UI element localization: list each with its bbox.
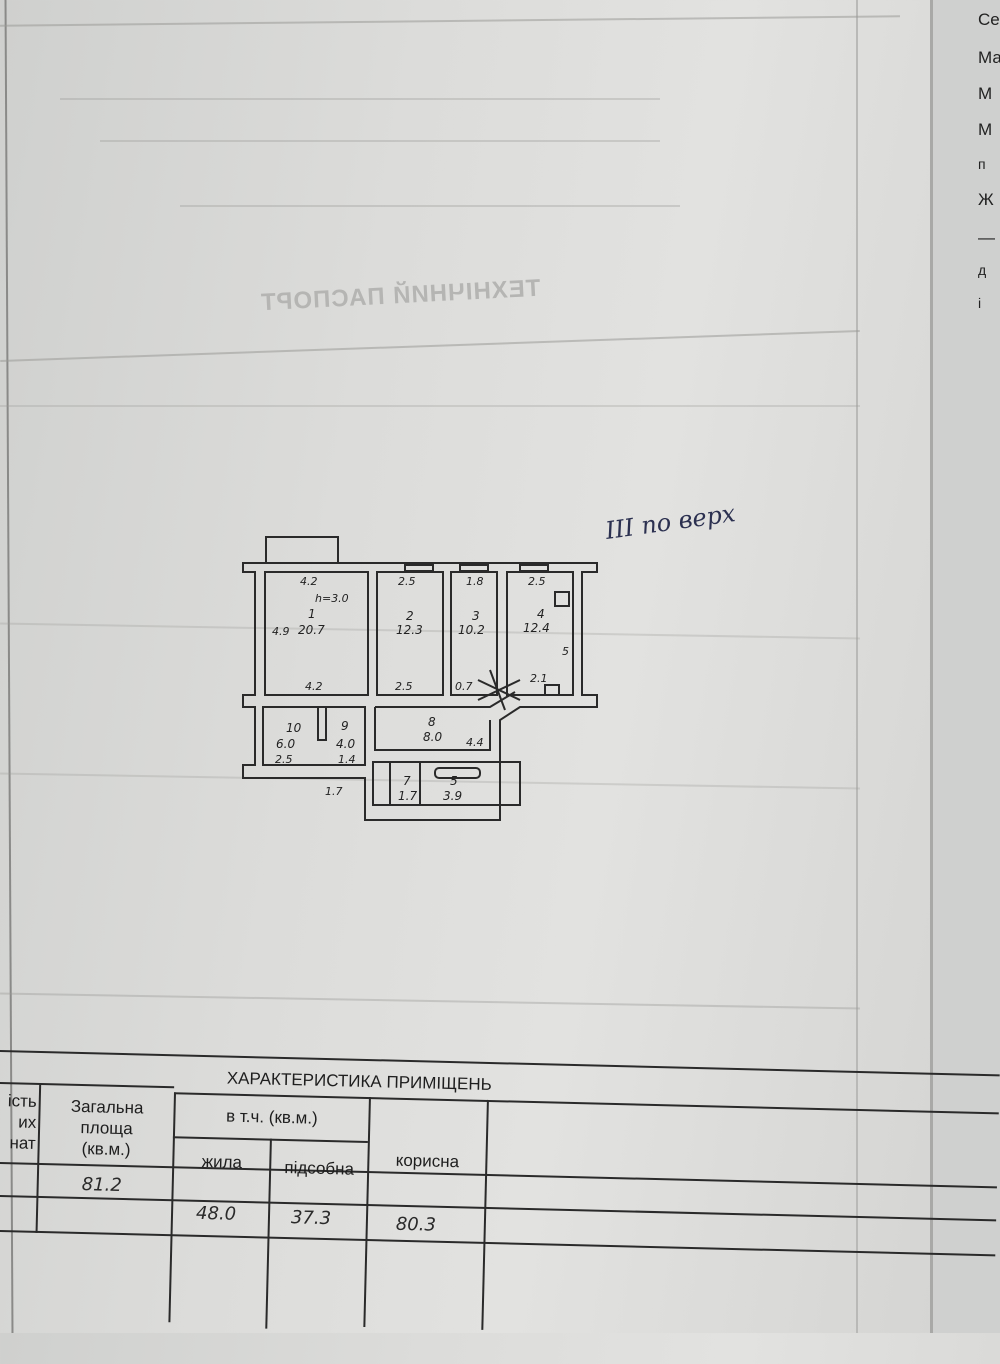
room-area: 12.3 xyxy=(396,623,423,637)
adjacent-sheet-text: М xyxy=(978,120,993,139)
adjacent-sheet-text: Ж xyxy=(978,190,994,209)
room-10-9-outline xyxy=(262,706,366,766)
room-number: 10 xyxy=(286,721,302,735)
adjacent-sheet-text: д xyxy=(978,262,987,278)
room-number: 1 xyxy=(308,607,316,621)
room-area: 10.2 xyxy=(458,623,485,637)
bathtub-icon xyxy=(434,767,481,779)
table-border xyxy=(0,1161,997,1189)
adjacent-sheet-text: п xyxy=(978,156,986,172)
col-living-header: жила xyxy=(201,1151,243,1172)
room-number: 9 xyxy=(341,719,349,733)
room-area: 12.4 xyxy=(523,621,550,635)
sheet-edge xyxy=(930,0,933,1333)
dim-label: 2.1 xyxy=(530,672,548,685)
dim-label: 5 xyxy=(562,645,569,658)
dim-label: 4.9 xyxy=(272,625,290,638)
auxiliary-area-value: 37.3 xyxy=(290,1207,332,1230)
adjacent-sheet-text: Се xyxy=(978,10,1000,29)
outer-wall xyxy=(242,562,598,821)
faint-print-line xyxy=(100,140,660,142)
sink-icon xyxy=(544,684,560,696)
adjacent-sheet-text: М xyxy=(978,84,993,103)
partition xyxy=(317,707,327,741)
table-border xyxy=(481,1099,489,1330)
col-useful-header: корисна xyxy=(395,1150,460,1172)
dim-label: 4.4 xyxy=(466,736,484,749)
room-1-outline xyxy=(264,571,369,696)
table-border xyxy=(0,1081,175,1089)
floor-plan: 4.2 h=3.0 4.9 4.2 2.5 2.5 1.8 0.7 2.5 5 … xyxy=(242,536,598,821)
dim-label: 2.5 xyxy=(395,680,413,693)
useful-area-value: 80.3 xyxy=(395,1213,437,1236)
room-area: 20.7 xyxy=(298,623,325,637)
door-swing xyxy=(477,669,521,711)
table-border xyxy=(0,1194,997,1222)
col-total-header: Загальна площа (кв.м.) xyxy=(39,1095,173,1161)
faint-print-line xyxy=(180,205,680,207)
col-rooms-header-line: нат xyxy=(9,1133,36,1153)
room-number: 8 xyxy=(428,715,436,729)
room-number: 3 xyxy=(472,609,480,623)
col-rooms-header-line: ість xyxy=(7,1091,37,1111)
paper-fold xyxy=(856,0,858,1333)
col-incl-header: в т.ч. (кв.м.) xyxy=(225,1106,318,1128)
room-area: 8.0 xyxy=(423,730,442,744)
stove-icon xyxy=(554,591,570,607)
col-rooms-header: ість их нат xyxy=(0,1090,37,1154)
room-characteristics-table: ХАРАКТЕРИСТИКА ПРИМІЩЕНЬ ість их нат Заг… xyxy=(0,1050,1000,1364)
dim-label: 0.7 xyxy=(455,680,473,693)
total-area-value: 81.2 xyxy=(81,1174,123,1197)
dim-label: 2.5 xyxy=(528,575,546,588)
table-title: ХАРАКТЕРИСТИКА ПРИМІЩЕНЬ xyxy=(226,1068,493,1095)
table-border xyxy=(363,1097,371,1328)
room-area: 1.7 xyxy=(398,789,417,803)
room-number: 5 xyxy=(450,774,458,788)
dim-label: 1.4 xyxy=(338,753,356,766)
window xyxy=(519,564,549,572)
room-area: 6.0 xyxy=(276,737,295,751)
bathroom-outline xyxy=(372,761,501,806)
window xyxy=(459,564,489,572)
room-number: 7 xyxy=(403,774,411,788)
adjacent-sheet-text: Ма xyxy=(978,48,1000,67)
room-area: 4.0 xyxy=(336,737,355,751)
faint-print-line xyxy=(0,405,860,407)
dim-label: 4.2 xyxy=(300,575,318,588)
col-rooms-header-line: их xyxy=(18,1112,37,1132)
room-number: 2 xyxy=(406,609,414,623)
adjacent-sheet-text: і xyxy=(978,295,982,311)
balcony xyxy=(265,536,339,564)
window xyxy=(404,564,434,572)
room-number: 4 xyxy=(537,607,545,621)
corridor-8-outline xyxy=(374,691,516,751)
room-area: 3.9 xyxy=(443,789,462,803)
dim-label: 2.5 xyxy=(275,753,293,766)
dim-label: 1.7 xyxy=(325,785,343,798)
col-auxiliary-header: підсобна xyxy=(284,1157,355,1179)
dim-label: 4.2 xyxy=(305,680,323,693)
living-area-value: 48.0 xyxy=(195,1202,237,1225)
dim-label: h=3.0 xyxy=(315,592,349,605)
dim-label: 1.8 xyxy=(466,575,484,588)
dim-label: 2.5 xyxy=(398,575,416,588)
faint-print-line xyxy=(60,98,660,100)
col-total-header-line: (кв.м.) xyxy=(81,1139,131,1160)
table-border xyxy=(0,1229,996,1257)
adjacent-sheet-text: — xyxy=(978,228,995,247)
